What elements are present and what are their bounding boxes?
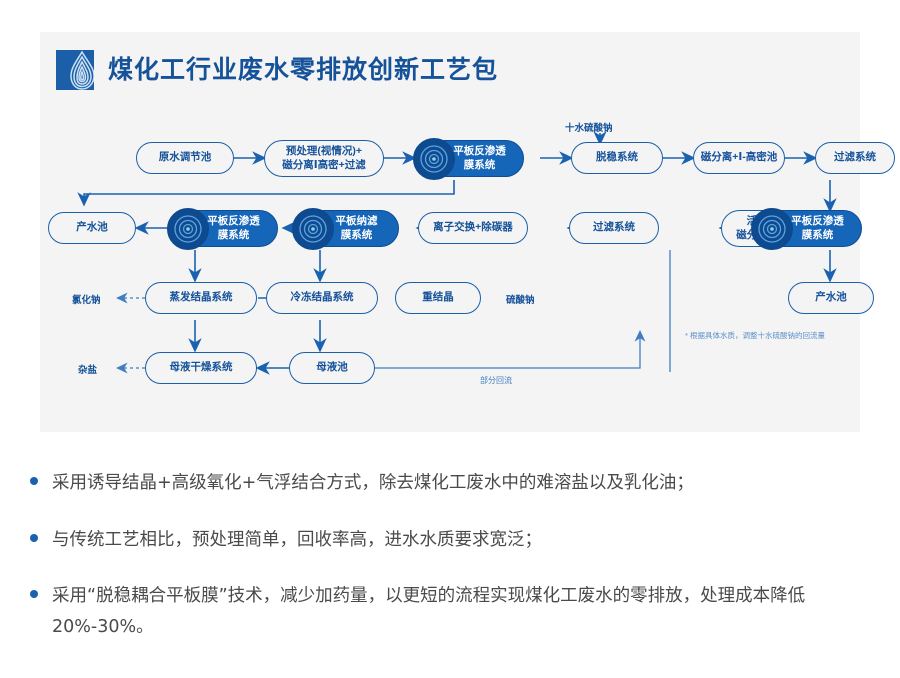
label-reagent-sodium-sulfate-decahydrate: 十水硫酸钠	[565, 123, 613, 134]
bullet-dot-icon	[30, 477, 38, 485]
feature-bullet-list: 采用诱导结晶+高级氧化+气浮结合方式，除去煤化工废水中的难溶盐以及乳化油； 与传…	[30, 468, 870, 669]
node-flat-ro-membrane-1[interactable]: 平板反渗透膜系统	[413, 137, 524, 180]
node-evaporation-crystallization[interactable]: 蒸发结晶系统	[145, 282, 257, 314]
label-product-mixed-salt: 杂盐	[78, 365, 98, 376]
bullet-dot-icon	[30, 533, 38, 542]
label-product-sodium-sulfate: 硫酸钠	[506, 295, 535, 306]
node-magnetic-separation-1[interactable]: 磁分离+Ⅰ-高密池	[693, 142, 785, 174]
bullet-text: 采用“脱稳耦合平板膜”技术，减少加药量，以更短的流程实现煤化工废水的零排放，处理…	[52, 586, 806, 637]
process-diagram-card: 煤化工行业废水零排放创新工艺包	[40, 32, 895, 432]
page-title: 煤化工行业废水零排放创新工艺包	[108, 55, 499, 84]
bullet-text: 采用诱导结晶+高级氧化+气浮结合方式，除去煤化工废水中的难溶盐以及乳化油；	[52, 473, 694, 493]
membrane-disc-icon	[167, 207, 209, 250]
node-flat-nf-membrane[interactable]: 平板纳滤膜系统	[292, 207, 399, 250]
node-ion-exchange-decarbonator[interactable]: 离子交换+除碳器	[418, 212, 528, 244]
flow-connectors	[77, 131, 837, 375]
bullet-text: 与传统工艺相比，预处理简单，回收率高，进水水质要求宽泛；	[52, 529, 542, 550]
node-recrystallization[interactable]: 重结晶	[395, 282, 481, 314]
label-product-sodium-chloride: 氯化钠	[72, 295, 101, 306]
node-mother-liquor-tank[interactable]: 母液池	[289, 352, 375, 384]
node-freeze-crystallization[interactable]: 冷冻结晶系统	[266, 282, 378, 314]
membrane-disc-icon	[413, 137, 455, 180]
node-pretreatment[interactable]: 预处理(视情况)+磁分离Ⅰ高密+过滤	[264, 140, 384, 177]
node-destabilization-system[interactable]: 脱稳系统	[571, 142, 663, 174]
node-product-water-tank-right[interactable]: 产水池	[788, 282, 874, 314]
membrane-disc-icon	[292, 207, 334, 250]
node-filtration-system-top[interactable]: 过滤系统	[815, 142, 895, 174]
process-flow-diagram: 原水调节池 预处理(视情况)+磁分离Ⅰ高密+过滤 平板反渗透膜系统 脱稳系统 磁…	[40, 32, 895, 432]
node-mother-liquor-drying[interactable]: 母液干燥系统	[145, 352, 257, 384]
card-title-row: 煤化工行业废水零排放创新工艺包	[56, 50, 498, 90]
label-footnote: * 根据具体水质，调整十水硫酸钠的回流量	[685, 331, 826, 340]
node-flat-ro-membrane-2[interactable]: 平板反渗透膜系统	[167, 207, 278, 250]
list-item: 与传统工艺相比，预处理简单，回收率高，进水水质要求宽泛；	[30, 525, 870, 556]
node-flat-ro-membrane-3[interactable]: 平板反渗透膜系统	[751, 207, 862, 250]
label-partial-reflux: 部分回流	[480, 376, 512, 385]
list-item: 采用“脱稳耦合平板膜”技术，减少加药量，以更短的流程实现煤化工废水的零排放，处理…	[30, 581, 870, 642]
membrane-disc-icon	[751, 207, 793, 250]
node-raw-water-tank[interactable]: 原水调节池	[136, 142, 234, 174]
bullet-dot-icon	[30, 590, 38, 599]
water-ripple-logo-icon	[56, 50, 94, 90]
node-product-water-tank-left[interactable]: 产水池	[48, 212, 136, 244]
node-filtration-system-mid[interactable]: 过滤系统	[569, 212, 659, 244]
list-item: 采用诱导结晶+高级氧化+气浮结合方式，除去煤化工废水中的难溶盐以及乳化油；	[30, 468, 870, 499]
